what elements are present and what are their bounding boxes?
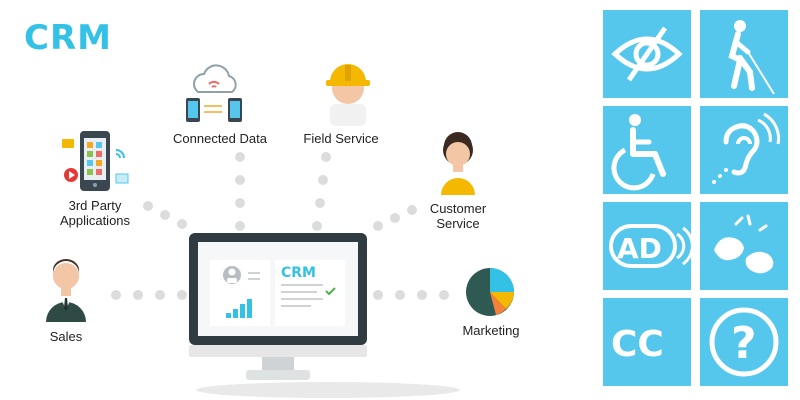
closed-captions-tile: CC: [603, 298, 691, 386]
third-party-apps-label: 3rd Party Applications: [59, 198, 131, 228]
blind-person-icon: [728, 20, 775, 95]
question-icon: ?: [709, 307, 779, 377]
svg-text:AD: AD: [617, 232, 662, 265]
field-service-label: Field Service: [303, 131, 379, 146]
svg-text:CC: CC: [611, 324, 664, 365]
customer-service-person-icon: [441, 132, 475, 195]
page-title: CRM: [24, 18, 112, 58]
sales-person-icon: [46, 259, 86, 322]
sign-language-icon: [714, 214, 774, 274]
connector-dots: [111, 152, 449, 300]
monitor-illustration: CRM: [189, 233, 367, 380]
sales-label: Sales: [49, 329, 83, 344]
monitor-shadow: [196, 382, 460, 398]
connected-data-icon: [186, 64, 242, 122]
low-vision-icon: [611, 26, 683, 82]
audio-description-tile: AD: [603, 202, 691, 290]
wheelchair-icon: [611, 114, 666, 191]
marketing-label: Marketing: [462, 323, 520, 338]
screen-crm-label: CRM: [281, 265, 316, 281]
sign-language-tile: [700, 202, 788, 290]
third-party-apps-icon: [62, 131, 129, 191]
hearing-assistance-tile: [700, 106, 788, 194]
audio-description-icon: AD: [609, 224, 691, 268]
connected-data-label: Connected Data: [173, 131, 267, 146]
svg-text:?: ?: [731, 318, 757, 369]
hearing-assistance-icon: [712, 112, 780, 184]
customer-service-label: Customer Service: [429, 201, 487, 231]
closed-captions-icon: CC: [611, 324, 664, 365]
crm-diagram: CRM: [46, 64, 514, 398]
blind-person-tile: [700, 10, 788, 98]
low-vision-tile: [603, 10, 691, 98]
field-service-worker-icon: [326, 64, 370, 126]
wheelchair-tile: [603, 106, 691, 194]
marketing-pie-icon: [466, 268, 514, 316]
question-tile: ?: [700, 298, 788, 386]
